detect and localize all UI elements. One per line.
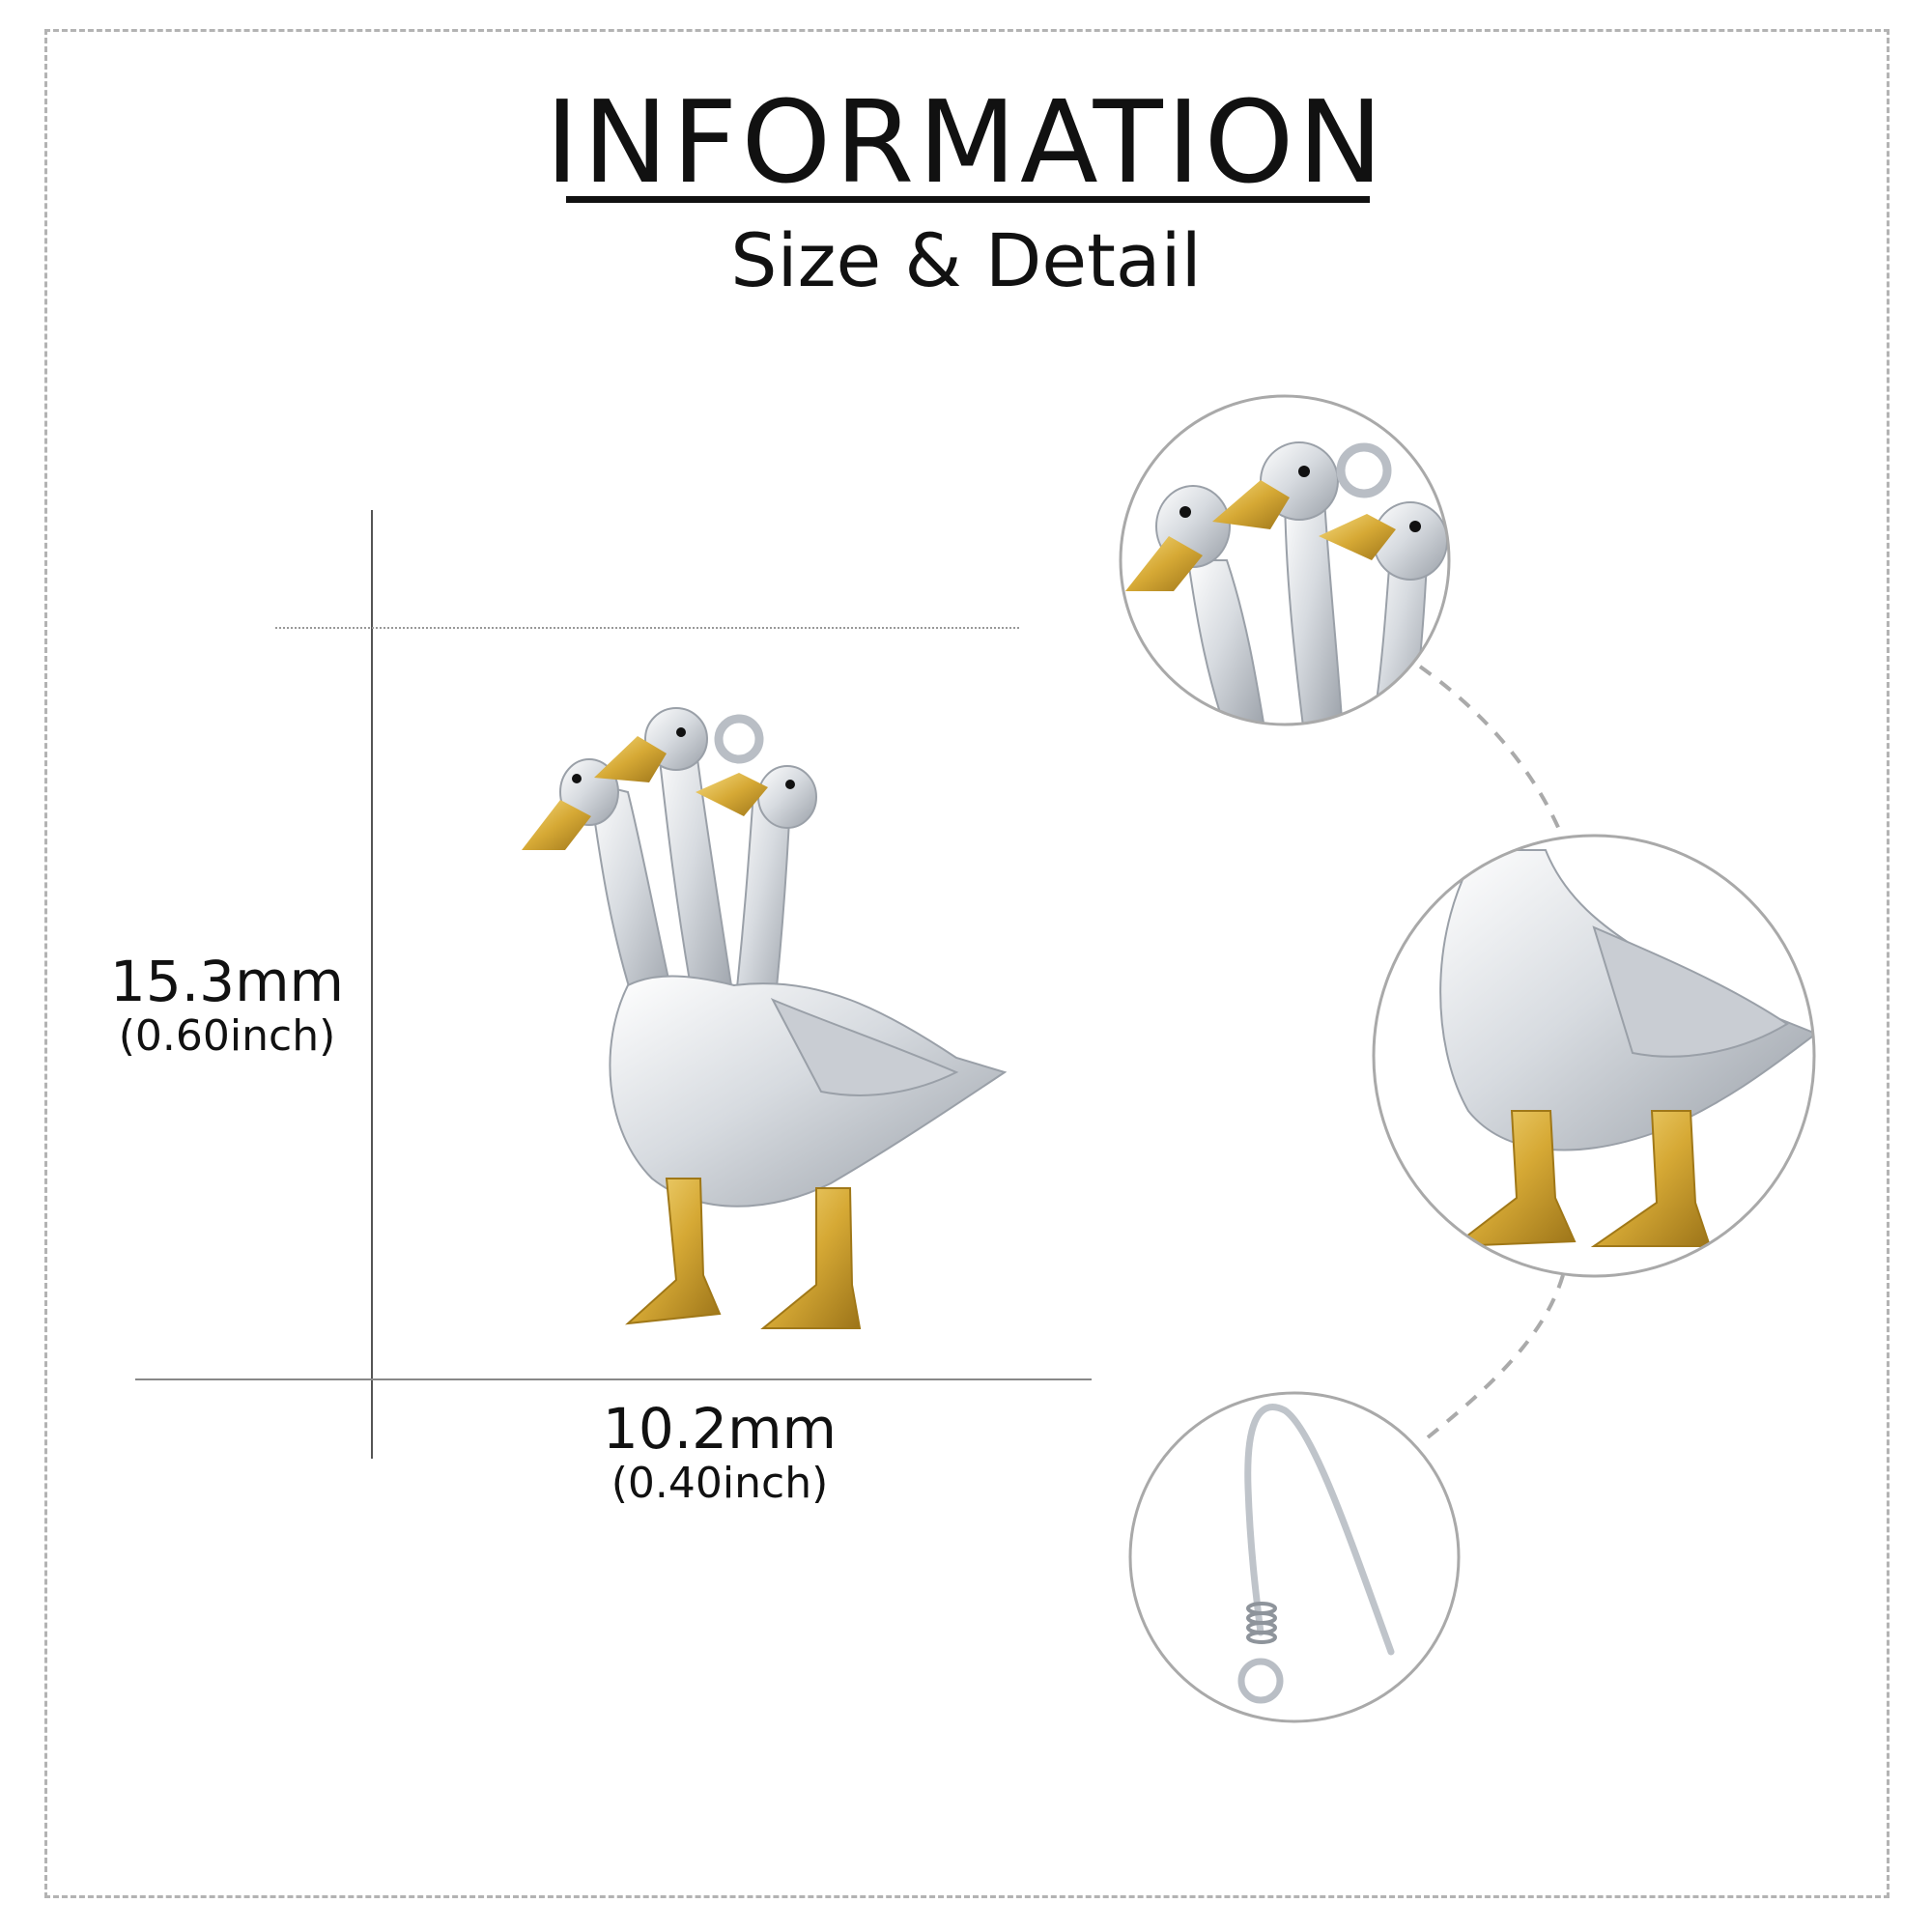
jump-ring: [714, 714, 764, 764]
beak-left: [522, 800, 591, 850]
detail-circle-heads: [1119, 394, 1451, 726]
page-title: INFORMATION: [545, 75, 1387, 209]
goose-head-right: [757, 765, 817, 829]
detail-circle-hook: [1128, 1391, 1461, 1723]
beak-right: [696, 773, 768, 816]
hook-coil: [1246, 1602, 1277, 1644]
width-mm-label: 10.2mm: [602, 1396, 838, 1462]
height-dimension: 15.3mm (0.60inch): [97, 949, 357, 1061]
height-inch-label: (0.60inch): [118, 1010, 336, 1061]
page-subtitle: Size & Detail: [730, 217, 1202, 303]
eye-middle: [676, 727, 686, 737]
hook-wire: [1244, 1404, 1395, 1656]
beak-middle: [594, 736, 667, 782]
dimension-guides: [135, 510, 1092, 1459]
width-inch-label: (0.40inch): [611, 1458, 829, 1508]
detail-circle-hook-border: [1128, 1391, 1461, 1723]
detail-circle-body: [1372, 834, 1816, 1278]
dashed-frame: [44, 29, 1889, 1898]
connector-bottom: [1426, 1274, 1565, 1439]
detail-circle-body-border: [1372, 834, 1816, 1278]
title-underline: [566, 196, 1370, 203]
goose-foot-right: [760, 1187, 862, 1329]
eye-right: [785, 780, 795, 789]
eye-left: [572, 774, 582, 783]
goose-wing: [770, 998, 959, 1096]
goose-foot-left: [625, 1178, 722, 1325]
height-mm-label: 15.3mm: [109, 949, 345, 1014]
hook-loop: [1237, 1658, 1284, 1704]
goose-body: [609, 975, 1008, 1208]
connector-top: [1418, 665, 1565, 839]
detail-circle-heads-border: [1119, 394, 1451, 726]
goose-pendant: [522, 707, 1008, 1329]
width-dimension: 10.2mm (0.40inch): [580, 1396, 860, 1508]
